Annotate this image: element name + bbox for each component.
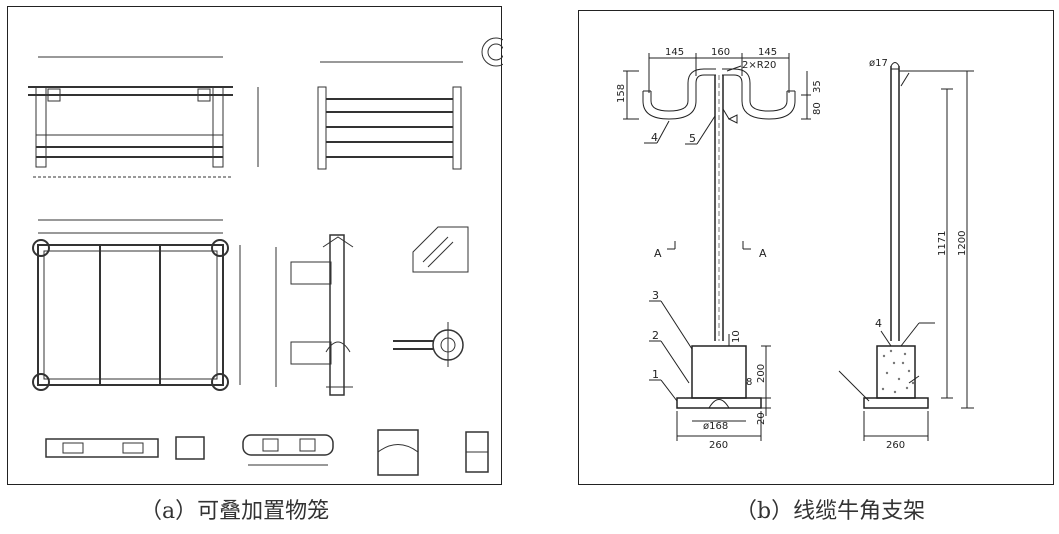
- caption-stackable-cage: （a）可叠加置物笼: [140, 499, 330, 524]
- dim-80: 80: [812, 102, 823, 115]
- dim-10: 10: [731, 330, 742, 343]
- cage-front-view: [28, 56, 259, 178]
- part-label-1: 1: [652, 368, 659, 381]
- dim-1200: 1200: [957, 231, 968, 256]
- title-mark-inner: [487, 43, 503, 61]
- dim-35: 35: [812, 80, 823, 93]
- dim-phi17: ø17: [869, 58, 888, 69]
- dim-160: 160: [711, 47, 730, 58]
- part-label-3: 3: [652, 289, 659, 302]
- cage-part-details: [45, 429, 489, 476]
- section-label-a-right: A: [759, 247, 767, 260]
- caption-cable-bracket: （b）线缆牛角支架: [735, 499, 926, 524]
- bracket-drawing-svg: 145 160 145 2×R20 158 35 80 10 200 8 20 …: [616, 47, 974, 451]
- cage-plan-view: [32, 219, 241, 391]
- title-mark-circle: [481, 37, 503, 67]
- dim-20: 20: [756, 412, 767, 425]
- dim-260-front: 260: [709, 440, 728, 451]
- part-label-2: 2: [652, 329, 659, 342]
- cage-post-detail: [275, 234, 354, 396]
- part-label-4: 4: [651, 131, 658, 144]
- dim-2xr20: 2×R20: [742, 60, 776, 71]
- dim-145-right: 145: [758, 47, 777, 58]
- dim-200: 200: [756, 364, 767, 383]
- dim-8: 8: [746, 377, 752, 388]
- dim-phi168: ø168: [703, 421, 728, 432]
- dim-260-side: 260: [886, 440, 905, 451]
- cage-drawing-svg: [28, 37, 503, 476]
- cage-drawing-sheet: [7, 6, 503, 485]
- bracket-drawing-sheet: 145 160 145 2×R20 158 35 80 10 200 8 20 …: [578, 10, 1054, 485]
- part-label-5: 5: [689, 132, 696, 145]
- dim-1171: 1171: [937, 231, 948, 256]
- dim-145-left: 145: [665, 47, 684, 58]
- dim-158: 158: [616, 84, 627, 103]
- cage-side-view: [317, 61, 463, 170]
- bracket-side-view: [838, 62, 974, 441]
- section-label-a-left: A: [654, 247, 662, 260]
- bracket-front-view: [623, 53, 811, 441]
- bracket-concrete-hatch: [881, 349, 915, 394]
- cage-bracket-detail: [412, 226, 469, 273]
- cage-joint-detail: [393, 322, 464, 367]
- part-label-4-side: 4: [875, 317, 882, 330]
